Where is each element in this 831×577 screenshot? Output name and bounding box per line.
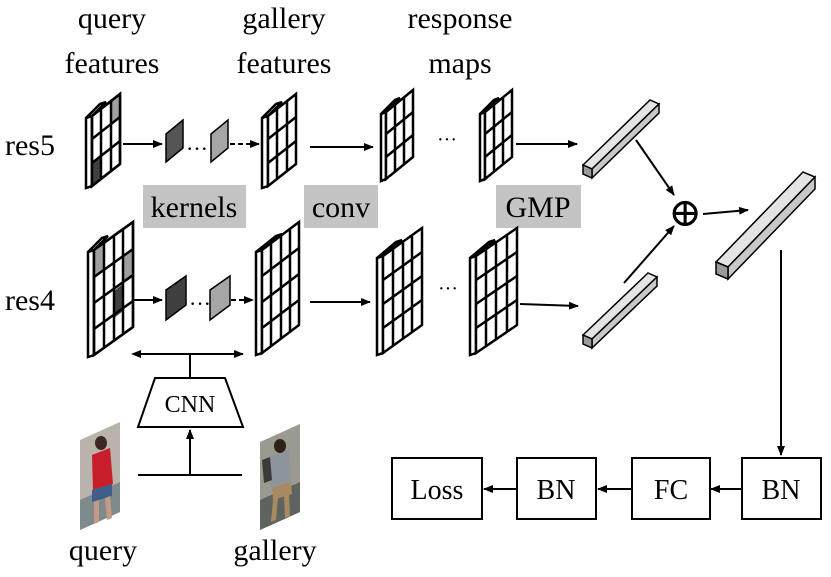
header-gallery-line2: features [237,47,332,80]
header-query-line1: query [78,2,146,35]
row-label-res4: res4 [5,284,55,317]
cnn-block [136,377,245,428]
header-response-line2: maps [428,47,491,80]
res5-kernel-dots: ··· [186,136,208,161]
res4-pooled-vector [581,272,659,350]
block-bn-second [516,457,597,520]
row-label-res5: res5 [5,129,55,162]
block-fc-label: FC [654,475,688,506]
arrow-sum-to-fused [702,206,749,215]
fused-feature-vector [714,171,817,281]
res5-kernel-light [210,118,229,164]
res4-kernel-light [209,274,231,322]
res4-response-map-2 [468,225,519,357]
res5-kernel-dark [165,118,184,164]
res5-gallery-feature-grid [260,91,298,190]
block-bn-first [741,457,822,520]
tag-gmp-bg [496,185,581,228]
block-loss-label: Loss [411,475,464,506]
tag-conv-bg [304,185,378,228]
header-response-line1: response [408,2,513,35]
res5-pooled-vector [581,99,661,180]
tag-gmp: GMP [505,191,570,224]
block-bn-first-label: BN [762,475,801,506]
gallery-person-image [260,424,300,530]
res4-response-ellipsis: ··· [438,278,458,300]
block-bn-second-label: BN [537,475,576,506]
sum-icon: ⊕ [668,190,702,235]
block-fc [631,457,711,520]
arrow-res5-to-sum [635,139,675,196]
arrow-res4-to-sum [623,225,675,284]
tag-conv: conv [312,191,370,224]
res5-query-feature-grid [84,91,122,190]
res4-response-map-1 [375,225,424,357]
res4-gallery-feature-grid [254,219,301,357]
res4-arrow-to-gmp [519,301,579,310]
res4-query-feature-grid [86,219,135,359]
tag-kernels-bg [143,185,246,228]
res5-response-map-2 [478,87,514,183]
res4-kernel-dots: ··· [189,291,211,316]
res5-response-map-1 [379,87,415,183]
res4-kernel-dark [165,274,187,322]
header-query-line2: features [65,47,160,80]
image-label-query: query [69,534,137,567]
cnn-block-label: CNN [165,392,216,418]
block-loss [391,457,483,520]
res5-response-ellipsis: ··· [437,129,457,151]
image-label-gallery: gallery [233,534,316,567]
query-person-image [80,422,120,530]
tag-kernels: kernels [151,191,238,224]
header-gallery-line1: gallery [242,2,325,35]
